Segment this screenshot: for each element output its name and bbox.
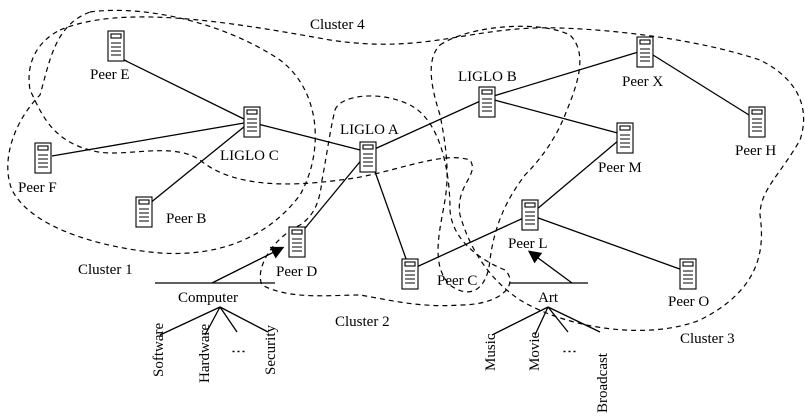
liglo-c-server-icon — [243, 106, 261, 138]
category-art-child-2: Movie — [527, 331, 543, 371]
peer-b-server-icon — [135, 196, 153, 228]
peer-m-server-icon — [616, 122, 634, 154]
peer-d-server-icon — [288, 226, 306, 258]
category-art-child-3: ⋮ — [562, 344, 578, 359]
label-peer-b: Peer B — [166, 211, 206, 227]
edge-peer-b-liglo-c — [143, 121, 251, 209]
label-cluster-4: Cluster 4 — [310, 17, 365, 33]
label-peer-e: Peer E — [90, 67, 130, 83]
peer-c-server-icon — [401, 258, 419, 290]
art-branch-2 — [534, 306, 549, 336]
cluster-3-boundary — [430, 25, 581, 293]
label-peer-m: Peer M — [598, 160, 642, 176]
edge-peer-f-liglo-c — [51, 121, 251, 157]
computer-branch-2 — [204, 306, 221, 336]
label-cluster-1: Cluster 1 — [78, 262, 133, 278]
label-cluster-3: Cluster 3 — [680, 331, 735, 347]
edge-liglo-c-liglo-a — [249, 121, 369, 153]
peer-x-server-icon — [636, 36, 654, 68]
edge-peer-l-peer-o — [529, 214, 689, 273]
peer-h-server-icon — [748, 106, 766, 138]
category-art-child-4: Broadcast — [595, 352, 611, 413]
peer-o-server-icon — [679, 258, 697, 290]
peer-l-server-icon — [521, 199, 539, 231]
label-peer-o: Peer O — [668, 294, 709, 310]
label-peer-f: Peer F — [18, 180, 57, 196]
category-computer-child-2: Hardware — [197, 324, 213, 383]
edge-peer-l-peer-c — [409, 214, 531, 271]
computer-branch-4 — [219, 306, 269, 333]
liglo-b-server-icon — [478, 86, 496, 118]
art-arrow — [527, 250, 573, 284]
edge-peer-x-peer-h — [644, 49, 758, 121]
label-liglo-a: LIGLO A — [340, 122, 399, 138]
edge-liglo-b-peer-x — [486, 49, 646, 99]
edge-liglo-a-peer-d — [296, 151, 369, 239]
peer-f-server-icon — [34, 142, 52, 174]
category-computer-child-4: Security — [263, 325, 279, 375]
computer-arrow — [211, 246, 285, 284]
cluster-4-boundary — [28, 16, 805, 332]
category-computer: Computer — [178, 290, 238, 306]
edge-peer-e-liglo-c — [115, 55, 251, 123]
edge-peer-m-peer-l — [529, 134, 626, 216]
cluster-1-boundary — [7, 9, 316, 255]
category-art-child-1: Music — [483, 333, 499, 371]
label-peer-l: Peer L — [508, 236, 548, 252]
category-art: Art — [538, 290, 559, 306]
computer-branch-1 — [159, 306, 221, 336]
category-computer-child-1: Software — [151, 323, 167, 377]
label-liglo-b: LIGLO B — [458, 69, 517, 85]
cluster-2-boundary — [259, 95, 511, 307]
category-computer-child-3: ⋮ — [231, 344, 247, 359]
label-peer-h: Peer H — [735, 143, 776, 159]
art-branch-1 — [491, 306, 549, 336]
art-branch-3 — [547, 306, 569, 333]
edge-liglo-b-peer-m — [486, 97, 626, 136]
edge-liglo-a-liglo-b — [367, 97, 488, 153]
label-peer-c: Peer C — [437, 273, 477, 289]
computer-branch-3 — [219, 306, 238, 333]
art-branch-4 — [547, 306, 601, 333]
label-peer-d: Peer D — [276, 264, 317, 280]
label-peer-x: Peer X — [622, 74, 663, 90]
peer-e-server-icon — [107, 30, 125, 62]
liglo-a-server-icon — [359, 141, 377, 173]
label-cluster-2: Cluster 2 — [335, 314, 390, 330]
label-liglo-c: LIGLO C — [220, 148, 279, 164]
